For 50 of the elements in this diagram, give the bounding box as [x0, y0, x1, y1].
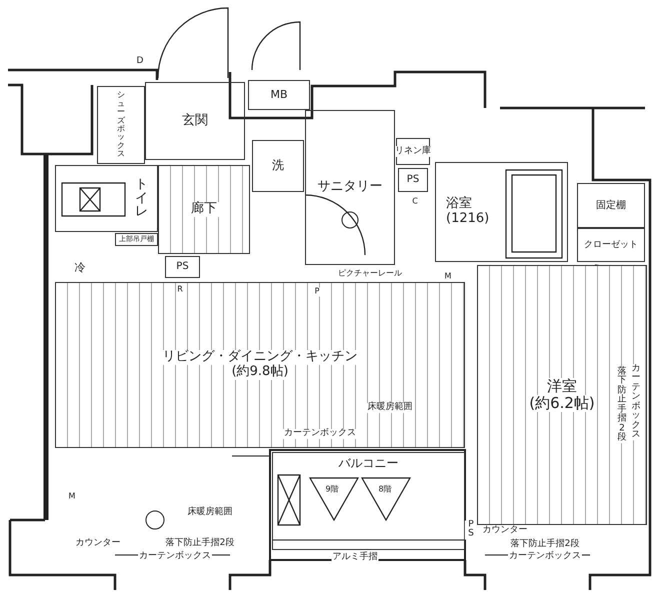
shaft-box: [165, 256, 200, 278]
plan-note: カーテンボックス: [630, 364, 642, 440]
plan-note: 落下防止手摺2段: [510, 540, 580, 550]
room-label: リビング・ダイニング・キッチン: [160, 350, 360, 365]
plan-note: カーテンボックス: [283, 429, 357, 439]
plan-note: 落下防止手摺2段: [616, 367, 628, 443]
plan-note: 床暖房範囲: [366, 403, 414, 413]
plan-note: M: [444, 272, 452, 282]
entrance-hall: [145, 82, 245, 160]
plan-note: P: [314, 288, 320, 296]
plan-note: アルミ手摺: [332, 553, 378, 563]
plan-note: 8階: [377, 486, 393, 494]
room-label: リネン庫: [393, 146, 433, 157]
room-label: 洗: [270, 159, 286, 173]
plan-note: C: [411, 198, 419, 206]
plan-note: カウンター: [482, 526, 528, 536]
room-label: 浴室: [444, 197, 474, 212]
room-label: シューズボックス: [114, 91, 128, 159]
hallway: [158, 165, 250, 254]
plan-note: 9階: [324, 486, 340, 494]
room-label: 玄関: [180, 114, 210, 128]
meter-box: [248, 80, 310, 110]
toilet-room: [55, 165, 158, 232]
living-dining-kitchen: [55, 282, 465, 448]
plan-note: カーテンボックス: [138, 552, 212, 562]
balcony: [272, 452, 465, 550]
room-label: バルコニー: [336, 457, 400, 471]
shaft-box: [398, 168, 428, 192]
plan-note: R: [176, 286, 184, 294]
plan-note: 床暖房範囲: [186, 508, 234, 518]
plan-note: M: [68, 492, 76, 502]
room-label: 廊下: [189, 202, 219, 217]
plan-note: 冷: [74, 262, 86, 274]
closet: [577, 228, 645, 262]
bathroom: [435, 162, 568, 262]
western-room: [477, 265, 647, 525]
shoe-cabinet: [97, 86, 145, 164]
plan-note: カーテンボックス: [508, 552, 582, 562]
sanitary-room: [305, 110, 395, 265]
linen-cupboard: [396, 138, 430, 165]
room-label: 固定棚: [594, 200, 628, 212]
room-label: (約9.8帖): [230, 365, 290, 380]
plan-note: カウンター: [74, 539, 122, 549]
plan-note: ピクチャーレール: [337, 270, 403, 278]
plan-note: 落下防止手摺2段: [164, 539, 236, 549]
fixed-shelf: [577, 183, 645, 228]
washer-space: [252, 140, 304, 192]
room-label: (1216): [444, 212, 492, 227]
room-label: サニタリー: [316, 180, 384, 195]
room-label: 洋室: [545, 378, 579, 395]
